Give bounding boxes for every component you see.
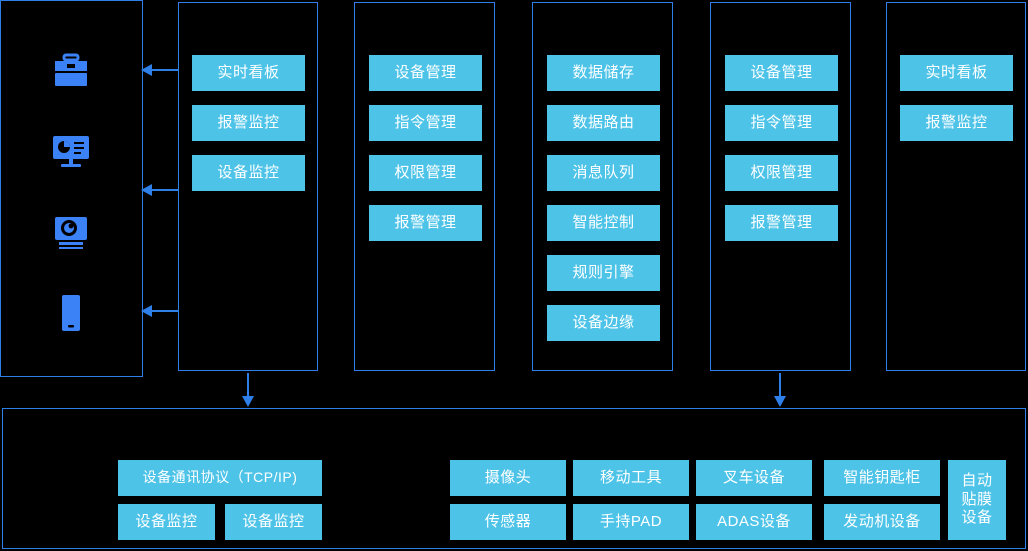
chip-dashboard-right-1[interactable]: 报警监控 [900,105,1013,141]
camera-device-icon [49,209,93,253]
chip-dashboard-left-1[interactable]: 报警监控 [192,105,305,141]
chip-dashboard-left-0[interactable]: 实时看板 [192,55,305,91]
panel-management-left: 设备管理 指令管理 权限管理 报警管理 [354,2,495,371]
panel-management-right: 设备管理 指令管理 权限管理 报警管理 [710,2,851,371]
chip-dashboard-left-2[interactable]: 设备监控 [192,155,305,191]
chip-management-left-1[interactable]: 指令管理 [369,105,482,141]
chip-device-protocol[interactable]: 设备通讯协议（TCP/IP) [118,460,322,496]
chip-data-platform-5[interactable]: 设备边缘 [547,305,660,341]
panel-dashboard-right: 实时看板 报警监控 [886,2,1026,371]
chip-device-row1-3[interactable]: 智能钥匙柜 [824,460,940,496]
chip-device-auto-film[interactable]: 自动贴膜设备 [948,460,1006,540]
mobile-phone-icon [49,291,93,335]
chip-device-monitor-0[interactable]: 设备监控 [118,504,215,540]
chip-management-right-1[interactable]: 指令管理 [725,105,838,141]
arrow-left-2 [141,184,178,196]
panel-dashboard-left: 实时看板 报警监控 设备监控 [178,2,318,371]
chip-management-left-2[interactable]: 权限管理 [369,155,482,191]
chip-device-row2-3[interactable]: 发动机设备 [824,504,940,540]
chip-management-left-0[interactable]: 设备管理 [369,55,482,91]
chip-device-row1-1[interactable]: 移动工具 [573,460,689,496]
chip-management-left-3[interactable]: 报警管理 [369,205,482,241]
toolbox-icon [49,49,93,93]
chip-data-platform-0[interactable]: 数据储存 [547,55,660,91]
chip-device-row2-2[interactable]: ADAS设备 [696,504,812,540]
chip-management-right-2[interactable]: 权限管理 [725,155,838,191]
chip-management-right-3[interactable]: 报警管理 [725,205,838,241]
panel-device-layer: 设备通讯协议（TCP/IP) 设备监控 设备监控 摄像头 移动工具 叉车设备 智… [2,408,1026,549]
chip-device-row2-1[interactable]: 手持PAD [573,504,689,540]
chip-data-platform-2[interactable]: 消息队列 [547,155,660,191]
chip-device-row1-2[interactable]: 叉车设备 [696,460,812,496]
chip-data-platform-4[interactable]: 规则引擎 [547,255,660,291]
arrow-down-left [242,373,254,407]
chip-data-platform-3[interactable]: 智能控制 [547,205,660,241]
chip-management-right-0[interactable]: 设备管理 [725,55,838,91]
arrow-left-1 [141,64,178,76]
desktop-monitor-chart-icon [49,129,93,173]
arrow-left-3 [141,305,178,317]
panel-actors [0,0,143,377]
chip-dashboard-right-0[interactable]: 实时看板 [900,55,1013,91]
chip-device-monitor-1[interactable]: 设备监控 [225,504,322,540]
arrow-down-right [774,373,786,407]
chip-data-platform-1[interactable]: 数据路由 [547,105,660,141]
panel-data-platform: 数据储存 数据路由 消息队列 智能控制 规则引擎 设备边缘 [532,2,673,371]
chip-device-row2-0[interactable]: 传感器 [450,504,566,540]
chip-device-row1-0[interactable]: 摄像头 [450,460,566,496]
